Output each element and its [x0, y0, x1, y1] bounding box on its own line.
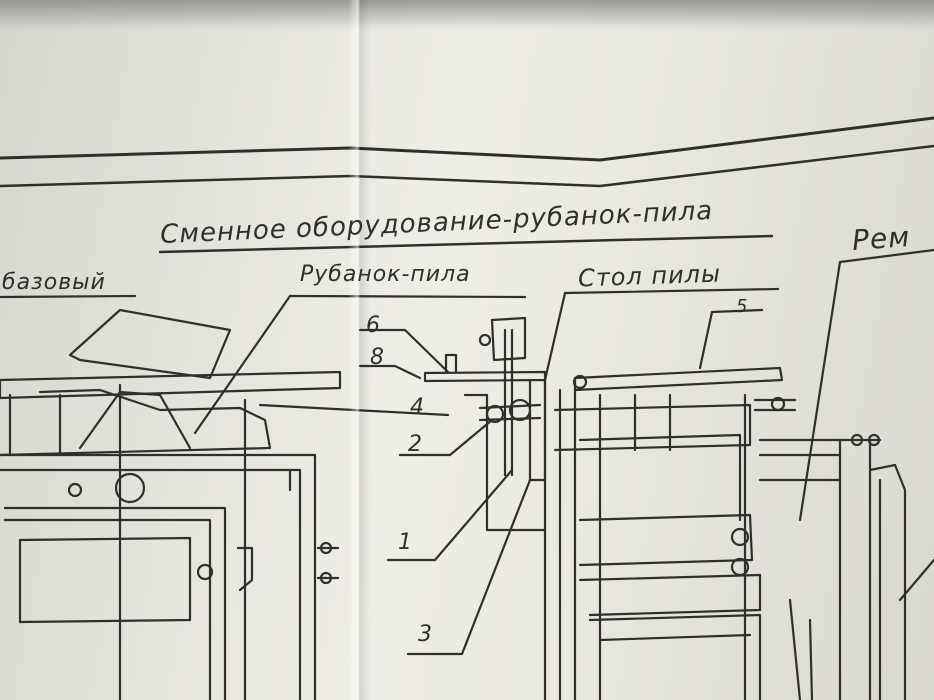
handle [236, 546, 254, 592]
leader-2 [398, 418, 494, 457]
support-plate [528, 378, 547, 482]
bazovy-underline [0, 294, 137, 299]
table-frame-mid [578, 513, 754, 567]
label-rem: Рем [850, 220, 912, 257]
frame-line-top [0, 116, 934, 162]
paper-shadow [0, 0, 934, 30]
rem-underline [838, 248, 934, 264]
table-verticals [598, 393, 747, 700]
table-frame-low [578, 573, 762, 617]
label-rubanok-pila: Рубанок-пила [300, 262, 471, 287]
leader-rem [798, 260, 842, 522]
table-body [543, 378, 577, 700]
label-stol-pily: Стол пилы [577, 259, 722, 293]
leader-5 [698, 308, 764, 370]
arbor-bracket [463, 393, 547, 532]
planer-legs [8, 393, 62, 457]
leader-stol [543, 291, 567, 382]
callout-3: 3 [418, 622, 432, 647]
motor-right [868, 463, 907, 700]
motor-frame [3, 506, 227, 700]
leader-8 [358, 364, 422, 380]
label-bazovy: базовый [2, 270, 106, 295]
arbor-top [490, 316, 527, 362]
frame-line-second [0, 144, 934, 188]
table-top-5 [573, 366, 784, 392]
callout-6: 6 [366, 313, 380, 338]
bracket-6 [444, 353, 458, 374]
planer-table [0, 370, 342, 400]
callout-5: 5 [736, 296, 748, 317]
callout-4: 4 [410, 395, 424, 420]
paper-fold [348, 0, 370, 700]
leader-rubanok [193, 294, 292, 435]
table-frame-bottom [588, 613, 762, 700]
belt-guard [788, 558, 934, 700]
bolt-left [67, 482, 83, 498]
bolt-right [196, 563, 214, 581]
callout-8: 8 [370, 345, 384, 370]
planer-base [0, 388, 272, 457]
saw-blade [503, 328, 514, 477]
belt-housing [758, 438, 842, 700]
stol-underline [563, 287, 780, 295]
rubanok-underline [288, 294, 527, 299]
title-underline [158, 234, 774, 254]
motor-knob [114, 472, 146, 504]
planer-hood [78, 390, 192, 450]
leader-6 [358, 328, 450, 374]
saw-table [423, 370, 547, 383]
leader-3 [406, 478, 532, 656]
stand-inner [0, 468, 302, 700]
right-frame [838, 438, 882, 700]
callout-1: 1 [398, 530, 412, 555]
motor-window [18, 536, 192, 624]
callout-2: 2 [408, 432, 422, 457]
inner-box [578, 433, 742, 522]
stand-body [0, 453, 317, 700]
planer-cover [68, 308, 232, 380]
table-frame-top [553, 403, 752, 452]
